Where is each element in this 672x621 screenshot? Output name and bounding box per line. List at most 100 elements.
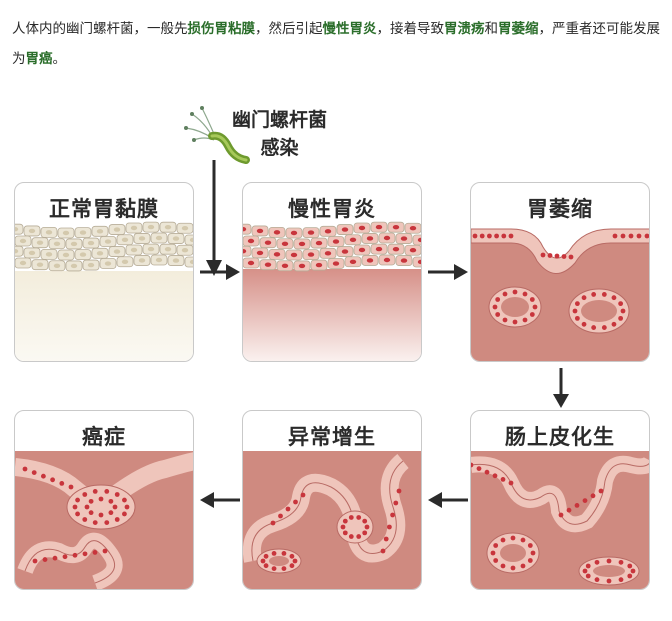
cell-nucleus: [618, 559, 624, 565]
cell-nucleus: [298, 263, 306, 269]
cell-nucleus: [36, 240, 44, 245]
cell-nucleus: [612, 233, 618, 239]
cell-nucleus: [417, 237, 421, 243]
infection-label-line2: 感染: [260, 137, 299, 159]
cell-nucleus: [493, 543, 499, 548]
cell-nucleus: [476, 466, 482, 471]
cell-nucleus: [527, 543, 533, 548]
cell-nucleus: [79, 252, 87, 257]
cell-nucleus: [630, 568, 636, 574]
cell-nucleus: [362, 518, 368, 524]
cell-nucleus: [263, 553, 269, 559]
arrow-normal-to-gastritis: [200, 264, 240, 280]
cell-nucleus: [271, 550, 277, 556]
cell-nucleus: [307, 252, 315, 257]
cell-nucleus: [582, 568, 588, 574]
cell-nucleus: [292, 558, 298, 564]
cell-nucleus: [383, 536, 389, 542]
cell-nucleus: [512, 289, 518, 295]
cell-nucleus: [247, 260, 255, 266]
cell-nucleus: [28, 228, 36, 234]
cell-nucleus: [121, 237, 129, 242]
arrow-dysplasia-to-cancer: [200, 492, 240, 508]
cell-nucleus: [620, 308, 626, 314]
cell-nucleus: [96, 229, 104, 234]
cell-nucleus: [70, 241, 78, 247]
cell-nucleus: [164, 246, 172, 252]
cell-nucleus: [19, 238, 27, 244]
cell-nucleus: [383, 257, 391, 263]
cell-nucleus: [307, 230, 315, 235]
cell-nucleus: [598, 488, 604, 494]
cell-nucleus: [332, 261, 340, 266]
cell-nucleus: [98, 512, 104, 518]
cell-nucleus: [108, 510, 114, 516]
intro-highlight: 胃癌: [25, 51, 53, 67]
panel-title-dysplasia: 异常增生: [288, 425, 376, 449]
cell-nucleus: [574, 503, 580, 508]
cell-nucleus: [264, 262, 272, 267]
cell-nucleus: [366, 258, 374, 263]
cell-nucleus: [342, 518, 348, 524]
panel-chronic-gastritis: 慢性胃炎: [242, 182, 422, 362]
cell-nucleus: [72, 504, 78, 510]
cell-nucleus: [130, 225, 138, 231]
cell-nucleus: [627, 573, 633, 579]
cell-nucleus: [15, 226, 19, 232]
cell-nucleus: [554, 253, 560, 259]
cell-nucleus: [75, 511, 80, 517]
cell-nucleus: [356, 534, 362, 539]
cell-nucleus: [366, 236, 374, 241]
cell-nucleus: [324, 251, 332, 256]
intro-text: ，然后引起: [255, 21, 323, 37]
cell-nucleus: [15, 248, 19, 254]
panel-title-metaplasia: 肠上皮化生: [505, 425, 615, 449]
cell-nucleus: [585, 563, 591, 569]
cell-nucleus: [472, 233, 478, 239]
cell-nucleus: [566, 507, 572, 513]
cell-nucleus: [263, 563, 269, 569]
intro-text: 和: [484, 21, 499, 37]
cell-nucleus: [281, 566, 287, 572]
cell-nucleus: [620, 233, 626, 239]
cell-nucleus: [590, 493, 596, 499]
intro-paragraph: 人体内的幽门螺杆菌，一般先损伤胃粘膜，然后引起慢性胃炎，接着导致胃溃疡和胃萎缩，…: [12, 14, 662, 74]
cell-nucleus: [494, 233, 499, 239]
cell-nucleus: [87, 262, 95, 268]
panel-title-atrophy: 胃萎缩: [527, 197, 593, 221]
cell-nucleus: [510, 535, 516, 541]
cell-nucleus: [594, 559, 600, 565]
cell-nucleus: [70, 263, 78, 269]
cell-nucleus: [627, 563, 633, 569]
cell-nucleus: [28, 250, 36, 256]
cell-nucleus: [591, 325, 597, 330]
cell-nucleus: [36, 262, 44, 267]
cell-nucleus: [72, 552, 78, 558]
cell-nucleus: [572, 308, 578, 314]
cell-nucleus: [417, 259, 421, 265]
cell-nucleus: [45, 252, 53, 257]
cell-nucleus: [375, 246, 383, 252]
cell-nucleus: [400, 258, 408, 263]
cell-nucleus: [500, 537, 506, 543]
panel-atrophy: 胃萎缩: [470, 182, 650, 362]
cell-nucleus: [147, 224, 155, 230]
cell-nucleus: [618, 301, 624, 307]
cell-nucleus: [87, 240, 95, 246]
cell-nucleus: [32, 558, 38, 564]
cell-nucleus: [492, 473, 498, 479]
cell-nucleus: [96, 251, 104, 256]
cell-nucleus: [342, 530, 348, 536]
cell-nucleus: [264, 240, 272, 245]
cell-nucleus: [383, 235, 391, 241]
cell-nucleus: [104, 261, 112, 266]
cell-nucleus: [618, 577, 624, 583]
panel-title-cancer: 癌症: [82, 425, 126, 449]
cell-nucleus: [340, 524, 346, 530]
cell-nucleus: [356, 515, 362, 520]
cell-nucleus: [500, 477, 506, 482]
cell-nucleus: [594, 577, 600, 583]
cell-nucleus: [114, 492, 120, 497]
cell-nucleus: [41, 473, 46, 479]
cell-nucleus: [522, 291, 528, 297]
